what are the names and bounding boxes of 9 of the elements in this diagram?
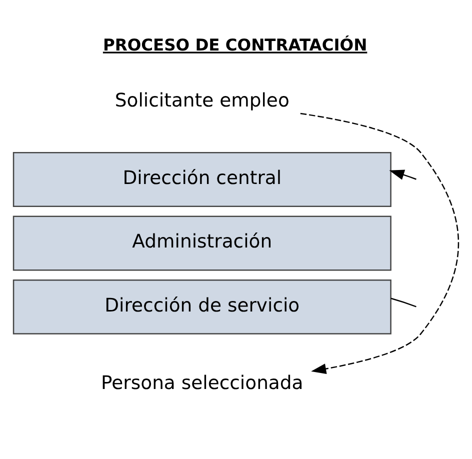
node-text: Solicitante empleo — [114, 90, 290, 112]
connector — [390, 298, 416, 308]
node-box: Dirección central — [12, 152, 392, 208]
diagram-title: PROCESO DE CONTRATACIÓN — [102, 36, 368, 55]
node-box: Administración — [12, 216, 392, 271]
node-box: Dirección de servicio — [12, 279, 392, 334]
arrow — [300, 112, 459, 374]
node-text: Persona seleccionada — [101, 372, 304, 394]
arrow — [389, 170, 416, 180]
